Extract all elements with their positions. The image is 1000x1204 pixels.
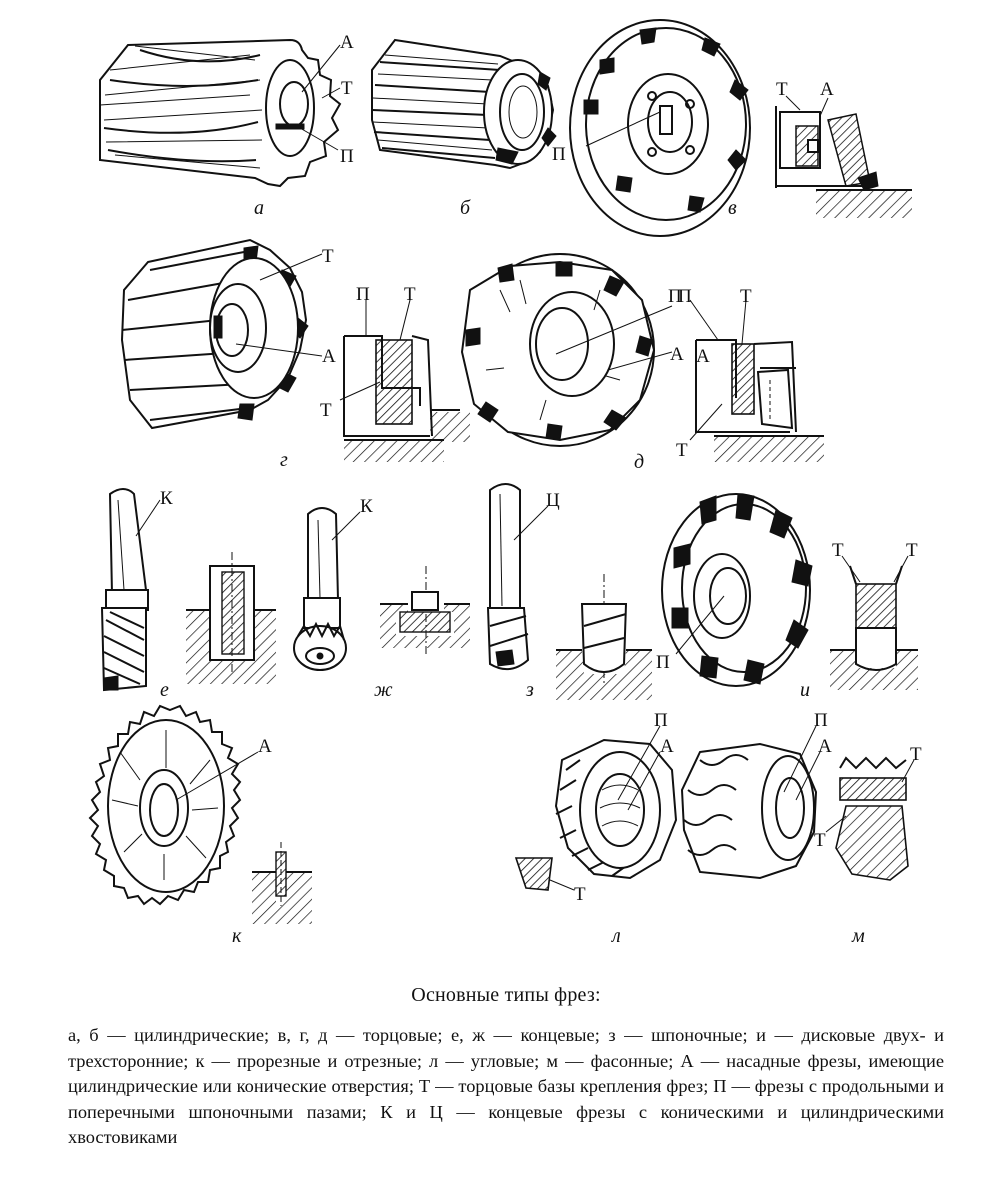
cutter-i-section: Т Т xyxy=(830,540,918,690)
letter-t: Т xyxy=(574,884,586,905)
letter-p: П xyxy=(656,652,670,673)
panel-label-g: г xyxy=(280,449,288,471)
cutter-e-section xyxy=(186,552,276,684)
letter-a: А xyxy=(818,736,832,757)
letter-t: Т xyxy=(910,744,922,765)
letter-a: А xyxy=(820,79,834,100)
cutter-b-cylindrical: б xyxy=(371,38,557,219)
letter-a: А xyxy=(322,346,336,367)
letter-p: П xyxy=(814,710,828,731)
panel-label-b: б xyxy=(460,197,471,219)
letter-p: П xyxy=(356,284,370,305)
panel-label-d: д xyxy=(634,451,644,473)
letter-p: П xyxy=(552,144,566,165)
letter-t: Т xyxy=(320,400,332,421)
letter-p: П xyxy=(340,146,354,167)
cutter-l-angle: П А Т л xyxy=(514,710,678,947)
letter-t: Т xyxy=(814,830,826,851)
panel-label-m: м xyxy=(851,925,865,947)
letter-a: А xyxy=(670,344,684,365)
cutter-k-slitting-saw: А к xyxy=(88,704,272,947)
panel-label-zh: ж xyxy=(374,679,393,701)
letter-p: П xyxy=(668,286,682,307)
caption-legend: а, б — цилиндрические; в, г, д — торцовы… xyxy=(68,1025,944,1147)
cutter-i-disk: П и xyxy=(656,493,813,701)
panel-label-k: к xyxy=(232,925,242,947)
panel-label-v: в xyxy=(728,197,737,219)
letter-t: Т xyxy=(776,79,788,100)
cutter-m-form: П А м xyxy=(680,710,865,947)
cutter-z-keyway: Ц з xyxy=(486,483,560,701)
cutter-a-cylindrical: А Т П а xyxy=(99,32,354,219)
panel-label-l: л xyxy=(611,925,621,947)
cutter-zh-section xyxy=(380,566,470,656)
letter-k: К xyxy=(360,496,373,517)
letter-t: Т xyxy=(906,540,918,561)
letter-a: А xyxy=(340,32,354,53)
letter-t: Т xyxy=(740,286,752,307)
letter-ts: Ц xyxy=(546,490,560,511)
panel-label-z: з xyxy=(525,679,534,701)
cutter-v-face-mill: П в xyxy=(552,19,751,237)
letter-t: Т xyxy=(341,78,353,99)
cutter-g-face-mill: Т А г xyxy=(120,238,336,471)
letter-a: А xyxy=(696,346,710,367)
letter-t: Т xyxy=(676,440,688,461)
letter-t: Т xyxy=(404,284,416,305)
cutter-m-section: Т Т xyxy=(814,744,922,881)
cutter-zh-end-mill: К ж xyxy=(293,496,393,701)
letter-p: П xyxy=(678,286,692,307)
cutter-g-section: П Т Т xyxy=(320,284,470,462)
panel-label-a: а xyxy=(254,197,264,219)
letter-k: К xyxy=(160,488,173,509)
letter-a: А xyxy=(660,736,674,757)
cutter-d-face-mill: П А д xyxy=(460,253,684,473)
cutter-k-section xyxy=(252,842,312,924)
caption-title: Основные типы фрез: xyxy=(411,984,601,1006)
milling-cutters-illustration: А Т П а б П в xyxy=(88,19,922,947)
cutter-d-section: П Т А Т xyxy=(676,286,824,462)
cutter-e-end-mill: К е xyxy=(100,488,173,701)
cutter-z-section xyxy=(556,574,652,700)
letter-t: Т xyxy=(322,246,334,267)
cutter-v-section: Т А xyxy=(775,79,912,218)
letter-t: Т xyxy=(832,540,844,561)
panel-label-e: е xyxy=(160,679,169,701)
letter-p: П xyxy=(654,710,668,731)
figure-caption: Основные типы фрез: а, б — цилиндрически… xyxy=(68,984,944,1151)
letter-a: А xyxy=(258,736,272,757)
panel-label-i: и xyxy=(800,679,810,701)
